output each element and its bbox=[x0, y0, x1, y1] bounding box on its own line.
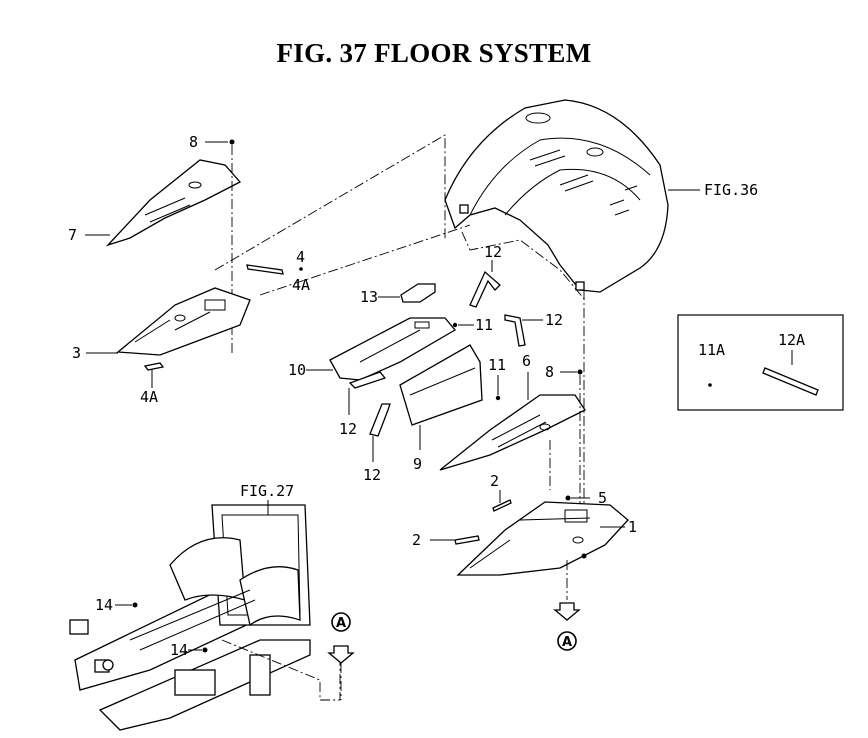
marker-a-left bbox=[331, 612, 351, 632]
part-5-nut bbox=[565, 495, 571, 501]
callout-4a-bottom: 4A bbox=[140, 388, 158, 406]
marker-a-right bbox=[557, 631, 577, 651]
callout-8b: 8 bbox=[545, 363, 554, 381]
callout-14b: 14 bbox=[170, 641, 188, 659]
part-12-seal-right bbox=[504, 314, 526, 347]
callout-4a-top: 4A bbox=[292, 276, 310, 294]
callout-12b: 12 bbox=[545, 311, 563, 329]
part-12-seal-top bbox=[469, 270, 501, 308]
fig36-reference: FIG.36 bbox=[704, 181, 758, 199]
callout-13: 13 bbox=[360, 288, 378, 306]
callout-2a: 2 bbox=[490, 472, 499, 490]
direction-arrow-right bbox=[553, 602, 581, 621]
callout-9: 9 bbox=[413, 455, 422, 473]
bolt-8a bbox=[229, 139, 235, 145]
part-2-pin-left bbox=[454, 535, 480, 545]
chassis-frame bbox=[69, 504, 341, 731]
figure-title: FIG. 37 FLOOR SYSTEM bbox=[276, 38, 592, 68]
direction-arrow-left bbox=[327, 645, 355, 664]
callout-5: 5 bbox=[598, 489, 607, 507]
callout-12c: 12 bbox=[339, 420, 357, 438]
part-13-pad bbox=[400, 283, 436, 303]
part-2-pin-top bbox=[492, 499, 512, 512]
nut-under-1 bbox=[581, 553, 587, 559]
callout-11b: 11 bbox=[488, 356, 506, 374]
bolt-14b bbox=[202, 647, 208, 653]
part-10-panel bbox=[329, 317, 456, 381]
callout-4: 4 bbox=[296, 248, 305, 266]
alignment-line-2 bbox=[259, 224, 471, 296]
fig27-reference: FIG.27 bbox=[240, 482, 294, 500]
part-12-seal-bottom bbox=[369, 403, 391, 437]
callout-8a: 8 bbox=[189, 133, 198, 151]
bolt-11b bbox=[495, 395, 501, 401]
marker-a-right-label: A bbox=[562, 635, 572, 650]
part-9-panel bbox=[399, 344, 483, 426]
inset-label-11a: 11A bbox=[698, 341, 725, 359]
bolt-8b bbox=[577, 369, 583, 375]
inset-seal-12a bbox=[762, 367, 819, 396]
inset-label-12a: 12A bbox=[778, 331, 805, 349]
callout-11a: 11 bbox=[475, 316, 493, 334]
callout-1: 1 bbox=[628, 518, 637, 536]
callout-14a: 14 bbox=[95, 596, 113, 614]
callout-12d: 12 bbox=[363, 466, 381, 484]
bolt-14a bbox=[132, 602, 138, 608]
part-12-seal-left bbox=[348, 371, 387, 389]
part-7-floor-plate bbox=[105, 159, 242, 247]
fender-cover-assembly bbox=[444, 99, 669, 301]
part-4-strip bbox=[246, 264, 284, 275]
marker-a-left-label: A bbox=[336, 616, 346, 631]
callout-2b: 2 bbox=[412, 531, 421, 549]
callout-3: 3 bbox=[72, 344, 81, 362]
accessory-inset-box bbox=[677, 314, 844, 411]
callout-12a: 12 bbox=[484, 243, 502, 261]
part-4a-clip bbox=[143, 362, 165, 371]
callout-7: 7 bbox=[68, 226, 77, 244]
part-4a-dot-top bbox=[299, 267, 303, 271]
bolt-11a bbox=[452, 322, 458, 328]
part-3-floor-base bbox=[116, 287, 251, 356]
part-1-floor-base bbox=[456, 501, 629, 576]
callout-10: 10 bbox=[288, 361, 306, 379]
inset-bolt-11a bbox=[708, 383, 712, 387]
callout-6: 6 bbox=[522, 352, 531, 370]
alignment-line-1 bbox=[214, 134, 446, 271]
